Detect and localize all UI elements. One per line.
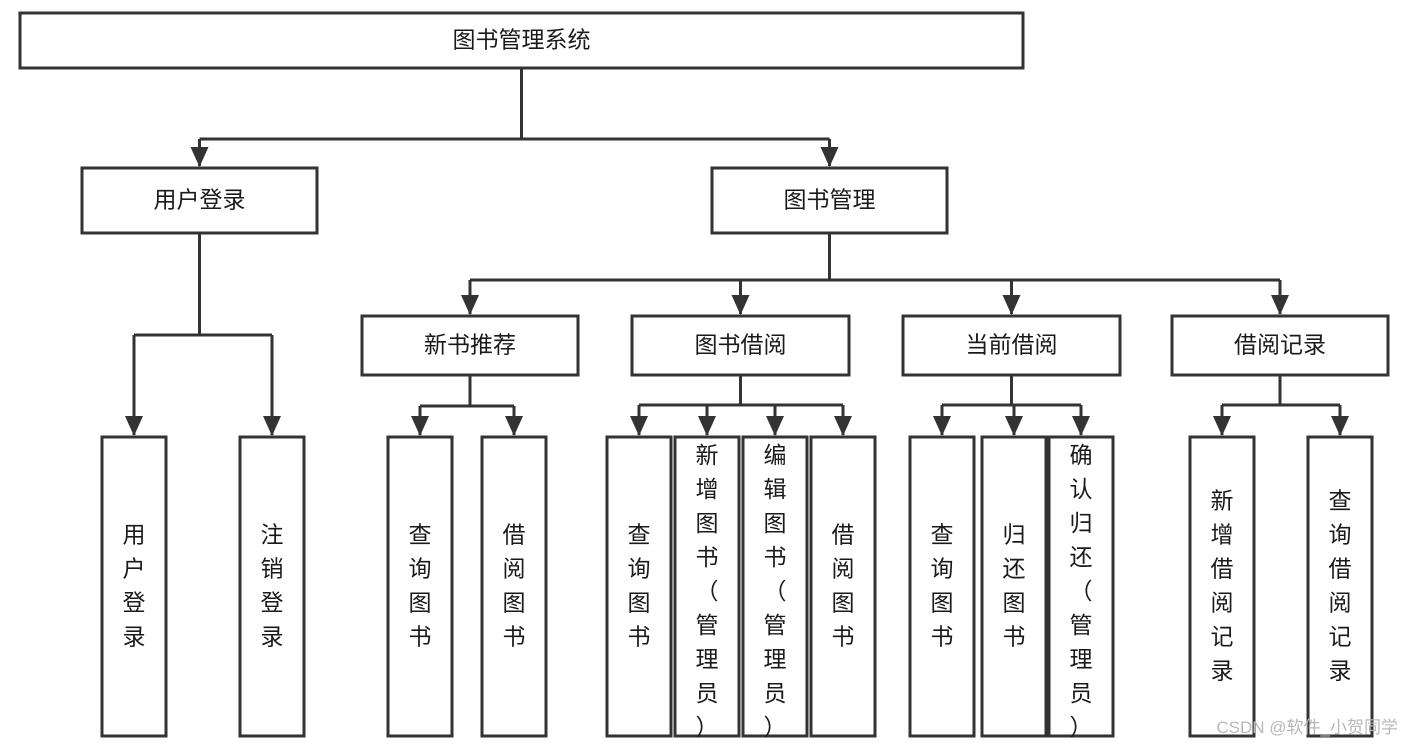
node-borrow-record[interactable]: 借阅记录 <box>1170 314 1390 377</box>
arrow-head-icon-leaf-add-record <box>1213 416 1231 436</box>
node-box-leaf-confirm-return <box>1047 435 1115 738</box>
node-label-user-login: 用户登录 <box>154 187 246 213</box>
node-box-book-manage <box>710 166 949 235</box>
node-current-borrow[interactable]: 当前借阅 <box>901 314 1122 377</box>
arrow-head-icon-leaf-user-logout <box>263 416 281 436</box>
node-label-new-book-recommend: 新书推荐 <box>424 332 516 358</box>
node-box-leaf-query-book-3 <box>908 435 976 738</box>
node-box-root <box>18 11 1025 70</box>
node-label-leaf-add-book: 新增图书（管理员） <box>696 442 719 740</box>
node-box-leaf-user-logout <box>238 435 306 738</box>
node-label-borrow-record: 借阅记录 <box>1234 332 1326 358</box>
node-label-leaf-borrow-book-1: 借阅图书 <box>503 522 526 650</box>
node-label-root: 图书管理系统 <box>453 27 591 53</box>
node-leaf-query-book-2[interactable]: 查询图书 <box>605 435 673 738</box>
arrow-head-icon-leaf-borrow-book-1 <box>505 416 523 436</box>
node-label-leaf-query-book-1: 查询图书 <box>409 522 432 650</box>
node-label-book-borrow: 图书借阅 <box>695 332 787 358</box>
node-label-leaf-query-book-3: 查询图书 <box>931 522 954 650</box>
node-leaf-user-logout[interactable]: 注销登录 <box>238 435 306 738</box>
arrow-head-icon-leaf-query-record <box>1331 416 1349 436</box>
node-leaf-borrow-book-2[interactable]: 借阅图书 <box>809 435 877 738</box>
node-label-leaf-user-login: 用户登录 <box>123 522 146 650</box>
node-leaf-confirm-return[interactable]: 确认归还（管理员） <box>1047 435 1115 740</box>
arrow-head-icon-leaf-query-book-1 <box>411 416 429 436</box>
node-layer: 图书管理系统用户登录图书管理新书推荐图书借阅当前借阅借阅记录用户登录注销登录查询… <box>18 11 1390 740</box>
node-label-leaf-edit-book: 编辑图书（管理员） <box>764 442 787 740</box>
node-box-new-book-recommend <box>360 314 580 377</box>
arrow-head-icon-leaf-query-book-2 <box>630 416 648 436</box>
node-book-manage[interactable]: 图书管理 <box>710 166 949 235</box>
node-leaf-add-record[interactable]: 新增借阅记录 <box>1188 435 1256 738</box>
arrow-head-icon-borrow-record <box>1271 295 1289 315</box>
node-box-leaf-borrow-book-1 <box>480 435 548 738</box>
csdn-watermark: CSDN @软件_小贺同学 <box>1216 718 1398 737</box>
node-leaf-query-record[interactable]: 查询借阅记录 <box>1306 435 1374 738</box>
node-label-current-borrow: 当前借阅 <box>966 332 1058 358</box>
node-box-leaf-edit-book <box>741 435 809 738</box>
arrow-head-icon-leaf-borrow-book-2 <box>834 416 852 436</box>
node-leaf-edit-book[interactable]: 编辑图书（管理员） <box>741 435 809 740</box>
arrow-head-icon-leaf-confirm-return <box>1072 416 1090 436</box>
node-box-borrow-record <box>1170 314 1390 377</box>
node-label-leaf-query-book-2: 查询图书 <box>628 522 651 650</box>
node-label-leaf-user-logout: 注销登录 <box>261 522 284 650</box>
node-user-login[interactable]: 用户登录 <box>80 166 319 235</box>
node-box-leaf-query-record <box>1306 435 1374 738</box>
node-leaf-user-login[interactable]: 用户登录 <box>100 435 168 738</box>
node-label-leaf-add-record: 新增借阅记录 <box>1211 488 1234 684</box>
node-leaf-return-book[interactable]: 归还图书 <box>980 435 1048 738</box>
arrow-head-icon-leaf-user-login <box>125 416 143 436</box>
node-box-leaf-user-login <box>100 435 168 738</box>
node-box-book-borrow <box>630 314 851 377</box>
node-book-borrow[interactable]: 图书借阅 <box>630 314 851 377</box>
arrow-head-icon-leaf-add-book <box>698 416 716 436</box>
node-label-leaf-borrow-book-2: 借阅图书 <box>832 522 855 650</box>
node-box-leaf-query-book-2 <box>605 435 673 738</box>
arrow-head-icon-book-borrow <box>731 295 750 315</box>
arrow-head-icon-book-manage <box>820 147 839 167</box>
node-leaf-query-book-3[interactable]: 查询图书 <box>908 435 976 738</box>
node-box-leaf-return-book <box>980 435 1048 738</box>
node-box-leaf-query-book-1 <box>386 435 454 738</box>
node-leaf-query-book-1[interactable]: 查询图书 <box>386 435 454 738</box>
node-label-book-manage: 图书管理 <box>784 187 876 213</box>
node-box-leaf-borrow-book-2 <box>809 435 877 738</box>
node-label-leaf-query-record: 查询借阅记录 <box>1329 488 1352 684</box>
node-label-leaf-confirm-return: 确认归还（管理员） <box>1070 442 1093 740</box>
node-new-book-recommend[interactable]: 新书推荐 <box>360 314 580 377</box>
node-label-leaf-return-book: 归还图书 <box>1003 522 1026 650</box>
arrow-head-icon-leaf-query-book-3 <box>933 416 951 436</box>
arrow-head-icon-new-book-recommend <box>461 295 479 315</box>
node-box-leaf-add-record <box>1188 435 1256 738</box>
node-box-leaf-add-book <box>673 435 741 738</box>
arrow-head-icon-leaf-edit-book <box>766 416 784 436</box>
arrow-head-icon-current-borrow <box>1002 295 1021 315</box>
node-leaf-add-book[interactable]: 新增图书（管理员） <box>673 435 741 740</box>
node-root[interactable]: 图书管理系统 <box>18 11 1025 70</box>
connector-layer <box>125 68 1349 436</box>
node-leaf-borrow-book-1[interactable]: 借阅图书 <box>480 435 548 738</box>
node-box-user-login <box>80 166 319 235</box>
arrow-head-icon-user-login <box>190 147 209 167</box>
node-box-current-borrow <box>901 314 1122 377</box>
arrow-head-icon-leaf-return-book <box>1005 416 1023 436</box>
